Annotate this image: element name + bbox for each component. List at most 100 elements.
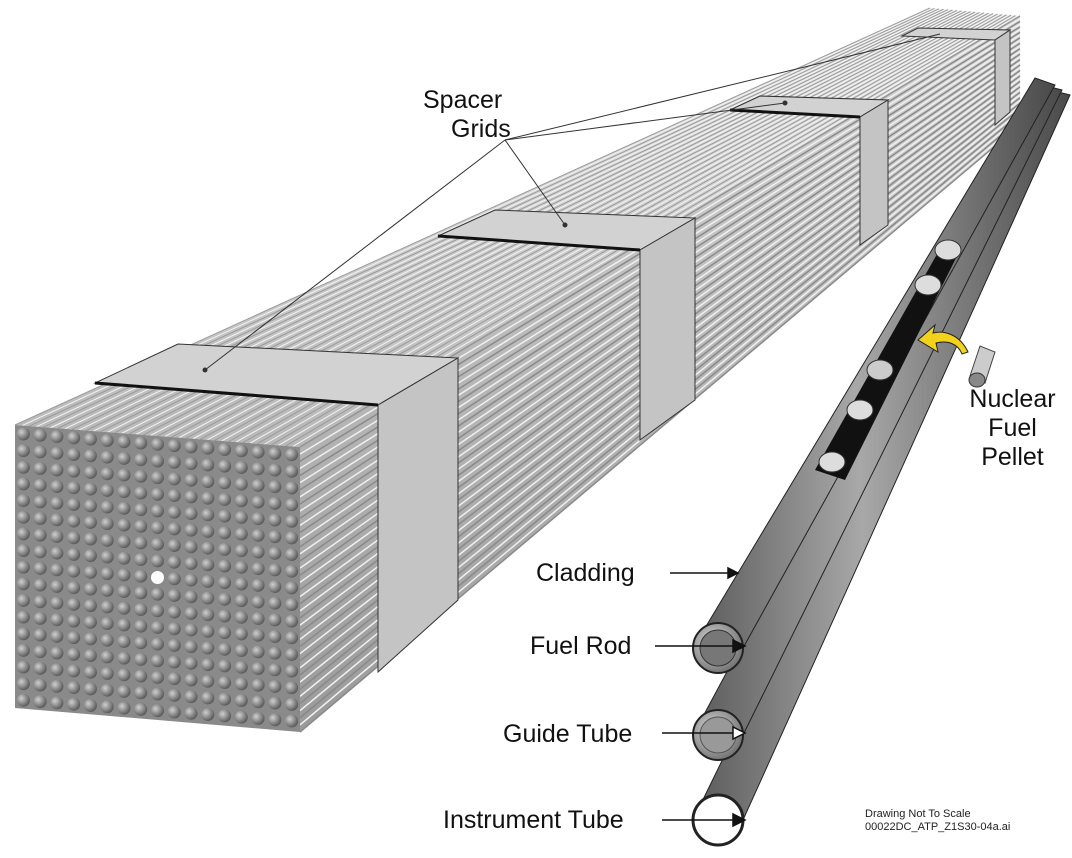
rod-end — [184, 490, 198, 504]
rod-end — [167, 638, 181, 652]
rod-end — [33, 645, 47, 659]
rod-end — [201, 624, 215, 638]
rod-end — [33, 428, 47, 442]
rod-end — [234, 694, 248, 707]
rod-end — [218, 676, 232, 690]
rod-end — [16, 660, 30, 674]
rod-end — [285, 631, 299, 645]
rod-end — [251, 711, 265, 725]
rod-end — [67, 547, 81, 561]
rod-end — [285, 714, 299, 728]
rod-end — [117, 501, 131, 515]
rod-end — [151, 654, 164, 668]
rod-end — [167, 472, 181, 486]
rod-end — [151, 670, 164, 684]
rod-end — [134, 702, 148, 716]
rod-end — [268, 630, 282, 643]
rod-end — [268, 480, 282, 494]
rod-end — [16, 427, 30, 441]
rod-end — [268, 663, 282, 677]
rod-end — [201, 691, 215, 705]
rod-end — [268, 513, 282, 527]
rod-end — [234, 627, 248, 641]
rod-end — [50, 646, 64, 660]
rod-end — [100, 683, 114, 697]
rod-end — [100, 500, 114, 514]
rod-end — [151, 637, 164, 651]
rod-end — [268, 446, 282, 460]
rod-end — [234, 527, 248, 541]
rod-end — [117, 535, 131, 549]
rod-end — [184, 457, 198, 471]
label-line: Fuel — [988, 414, 1037, 442]
rod-end — [16, 544, 30, 557]
rod-end — [50, 596, 64, 610]
rod-end — [251, 495, 265, 509]
rod-end — [218, 509, 232, 523]
rod-end — [67, 514, 81, 528]
rod-end — [117, 635, 131, 648]
rod-end — [67, 464, 81, 478]
rod-end — [218, 443, 232, 456]
rod-end — [117, 468, 131, 482]
rod-end — [134, 486, 148, 500]
rod-end — [33, 678, 47, 692]
rod-end — [268, 613, 282, 627]
rod-end — [285, 548, 299, 562]
rod-end — [83, 649, 97, 663]
spacer-grid-2 — [437, 209, 697, 441]
rod-end — [50, 480, 64, 493]
rod-end — [151, 537, 164, 551]
rod-end — [151, 704, 164, 718]
spacer-grids-label: Spacer Grids — [423, 86, 511, 144]
rod-end — [251, 462, 265, 476]
rod-end — [234, 644, 248, 658]
rod-end — [251, 545, 265, 559]
label-line: Grids — [451, 115, 511, 143]
rod-end — [151, 437, 164, 451]
rod-end — [285, 598, 299, 611]
rod-end — [67, 697, 81, 711]
rod-end — [167, 572, 181, 586]
cladding-label: Cladding — [536, 559, 635, 587]
rod-end — [134, 453, 148, 467]
rod-end — [117, 451, 131, 465]
rod-end — [218, 476, 232, 490]
rod-end — [67, 497, 81, 511]
rod-end — [151, 587, 164, 601]
rod-end — [234, 544, 248, 558]
rod-end — [234, 477, 248, 491]
footnote-scale: Drawing Not To Scale — [865, 808, 971, 820]
rod-end — [234, 610, 248, 624]
rod-end — [33, 578, 47, 592]
rod-end — [234, 677, 248, 691]
rod-end — [117, 684, 131, 698]
rod-end — [285, 614, 299, 628]
rod-end — [67, 581, 81, 595]
rod-end — [50, 629, 64, 643]
rod-end — [83, 632, 97, 646]
rod-end — [251, 528, 265, 542]
rod-end — [201, 475, 215, 488]
rod-end — [285, 498, 299, 512]
rod-end — [67, 448, 81, 461]
rod-end — [16, 477, 30, 491]
label-line: Nuclear — [969, 385, 1056, 413]
rod-end — [285, 531, 299, 545]
rod-end — [100, 667, 114, 680]
rod-end — [134, 652, 148, 666]
rod-end — [251, 445, 265, 459]
rod-end — [251, 678, 265, 692]
rod-end — [16, 444, 30, 458]
rod-end — [201, 491, 215, 505]
rod-end — [100, 450, 114, 464]
rod-end — [251, 478, 265, 492]
rod-end — [218, 492, 232, 506]
rod-end — [218, 692, 232, 706]
rod-end — [134, 519, 148, 533]
rod-end — [201, 591, 215, 605]
rod-end — [184, 590, 198, 604]
footnote-filename: 00022DC_ATP_Z1S30-04a.ai — [865, 821, 1011, 833]
rod-end — [184, 473, 198, 487]
footnote: Drawing Not To Scale 00022DC_ATP_Z1S30-0… — [865, 808, 1010, 834]
